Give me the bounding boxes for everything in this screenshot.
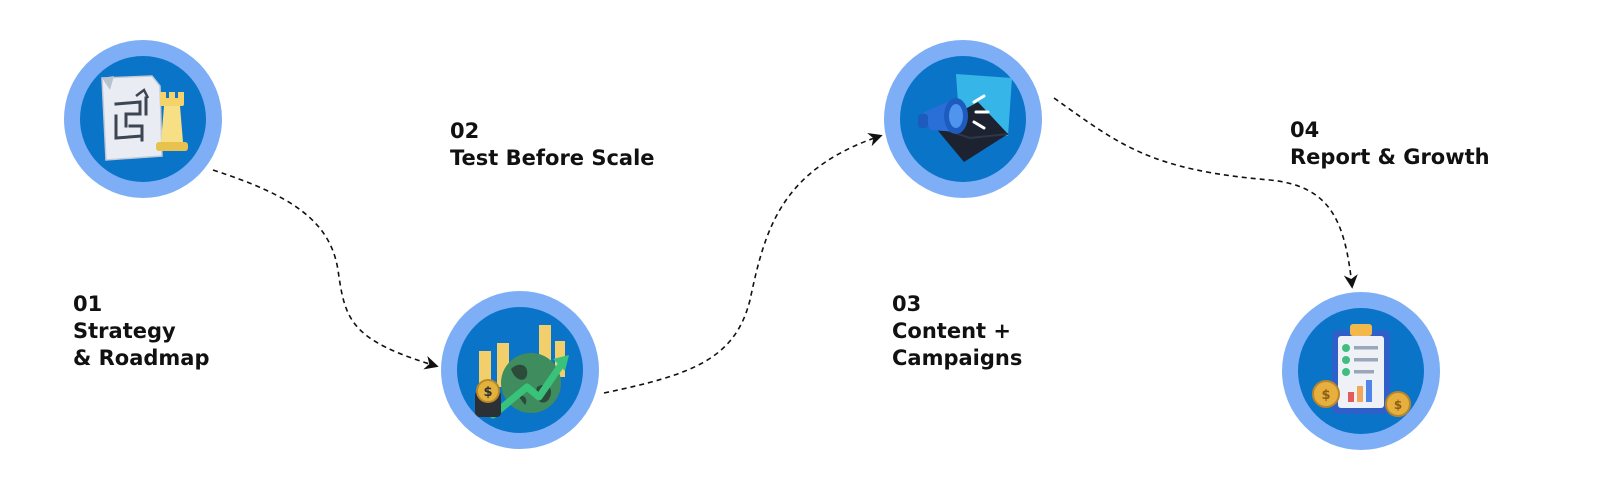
step-3-label: 03 Content + Campaigns [892,291,1022,372]
step-1-number: 01 [73,292,103,316]
step-4-title: Report & Growth [1290,145,1490,169]
step-2-title: Test Before Scale [450,146,655,170]
step-1-label: 01 Strategy & Roadmap [73,291,210,372]
step-1-title-line1: Strategy [73,319,176,343]
step-4-number: 04 [1290,118,1320,142]
step-1-title-line2: & Roadmap [73,346,210,370]
step-1-node [64,40,222,198]
connector-step3-to-step4 [1053,97,1358,289]
svg-text:$: $ [483,385,492,400]
strategy-maze-chess-icon [101,75,188,161]
svg-text:$: $ [1394,398,1402,412]
step-4-label: 04 Report & Growth [1290,117,1490,171]
globe-growth-chart-icon: $ [475,325,569,419]
megaphone-envelope-icon [918,74,1012,162]
connector-step2-to-step3 [603,132,883,394]
step-3-node [884,40,1042,198]
step-2-node: $ [441,291,599,449]
svg-text:$: $ [1321,388,1330,403]
clipboard-report-coins-icon: $ $ [1312,324,1411,417]
connector-step1-to-step2 [212,169,439,370]
step-2-label: 02 Test Before Scale [450,118,655,172]
step-3-title-line1: Content + [892,319,1011,343]
step-2-number: 02 [450,119,480,143]
step-4-node: $ $ [1282,292,1440,450]
step-3-number: 03 [892,292,922,316]
step-3-title-line2: Campaigns [892,346,1023,370]
